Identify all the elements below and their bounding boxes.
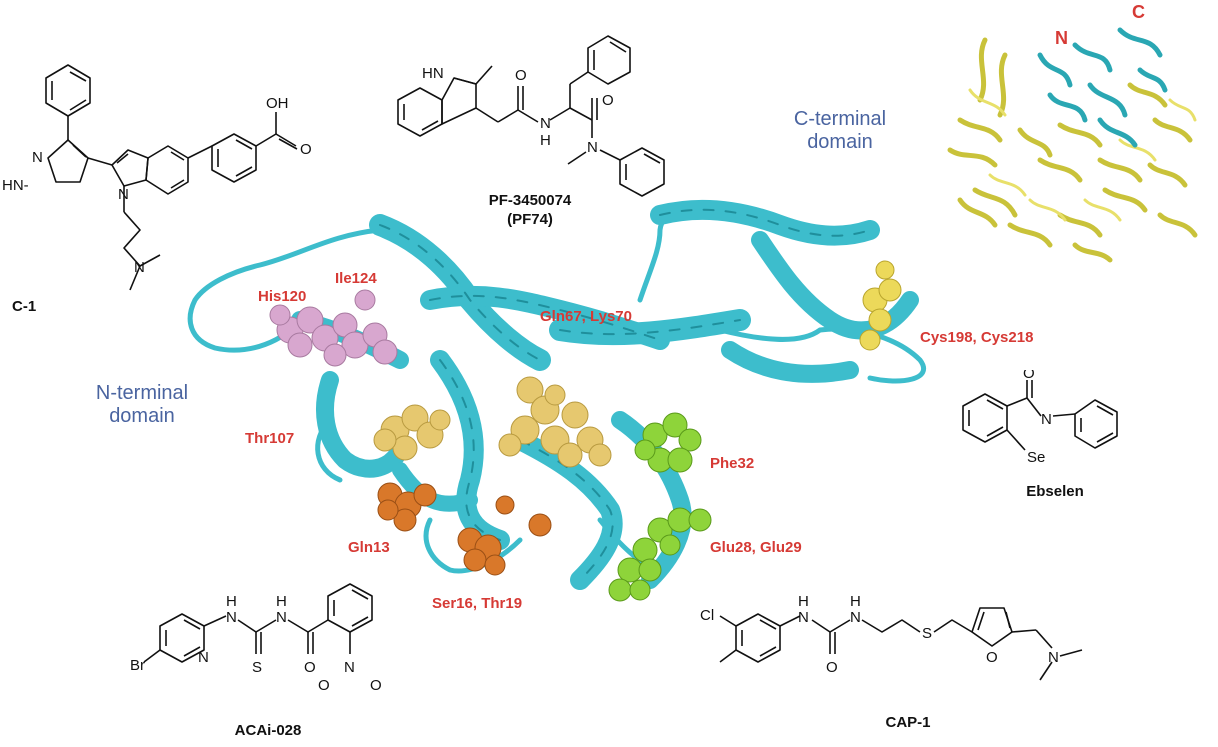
atom-o-carbonyl: O [304,659,316,676]
atom-n-amine: N [134,259,145,276]
atom-n-urea-1: N [798,609,809,626]
atom-o-urea: O [826,659,838,676]
residue-label-gln13: Gln13 [348,539,390,556]
atom-o-furan: O [986,649,998,666]
residue-label-glu28-glu29: Glu28, Glu29 [710,539,802,556]
ribbon-helix [430,350,510,550]
compound-label-cap1: CAP-1 [885,714,931,731]
atom-h-amide-1: H [540,132,551,149]
atom-h-thiourea-2: H [276,593,287,610]
compound-c1-structure: OH O N HN- N N [2,64,312,291]
atom-o-nitro-2: O [370,677,382,694]
residue-label-thr107: Thr107 [245,430,295,447]
atom-n-nitro: N [344,659,355,676]
compound-label-ebselen: Ebselen [1026,483,1084,500]
residue-label-gln67-lys70: Gln67, Lys70 [540,308,632,325]
ribbon-helix [721,341,859,383]
ribbon-helix [316,371,409,478]
atom-o-ebselen: O [1023,370,1035,382]
atom-s-thioether: S [922,625,932,642]
atom-n-pyrazole: N [32,149,43,166]
orange-spheres-gln13 [377,482,437,532]
yellow-spheres-cys198-cys218 [859,260,902,351]
residue-label-ile124: Ile124 [335,270,377,287]
n-terminus-label: N [1055,28,1068,48]
compound-label-pf74-line1: PF-3450074 [488,192,572,209]
tan-spheres-thr107 [373,404,451,461]
residue-label-cys198-cys218: Cys198, Cys218 [920,329,1034,346]
atom-n-indole: N [118,186,129,203]
atom-o: O [300,141,312,158]
compound-label-acai: ACAi-028 [234,722,302,739]
atom-oh: OH [266,95,289,112]
atom-s-thiourea: S [252,659,262,676]
ribbon-helix [650,199,880,246]
atom-n-amide-1: N [540,115,551,132]
c-terminus-label: C [1132,2,1145,22]
n-terminal-domain-label: N-terminal domain [72,382,212,428]
atom-n-urea-2: N [850,609,861,626]
atom-cl: Cl [700,607,714,624]
atom-n-thiourea-1: N [226,609,237,626]
atom-n-thiourea-2: N [276,609,287,626]
atom-o-1: O [515,67,527,84]
atom-h-urea-2: H [850,593,861,610]
atom-n-amide-2: N [587,139,598,156]
atom-o-nitro-1: O [318,677,330,694]
atom-n-pyridine: N [198,649,209,666]
atom-hn-indole: HN [422,65,444,82]
atom-n-ebselen: N [1041,411,1052,428]
residue-label-his120: His120 [258,288,307,305]
n-terminal-line2: domain [109,405,175,427]
atom-se: Se [1027,449,1045,466]
compound-cap1-structure: Cl N H O N H S O N [700,593,1083,681]
ribbon-loop [423,517,523,574]
compound-pf74-structure: HN O N H O N [397,35,665,197]
n-terminal-line1: N-terminal [95,382,189,404]
c-terminal-line1: C-terminal [793,108,887,130]
tan-spheres-gln67-lys70 [498,376,612,468]
orange-spheres-ser16-thr19 [457,495,552,576]
atom-br: Br [130,657,145,674]
atom-n-dimethyl: N [1048,649,1059,666]
compound-ebselen-structure: O N Se [962,370,1118,466]
atom-o-2: O [602,92,614,109]
compound-label-c1: C-1 [12,298,37,315]
residue-label-phe32: Phe32 [710,455,755,472]
atom-h-urea-1: H [798,593,809,610]
c-terminal-line2: domain [807,131,873,153]
pink-spheres-his120-ile124 [269,289,398,367]
green-spheres-phe32 [634,412,702,473]
c-terminal-domain-label: C-terminal domain [770,108,910,154]
atom-hn-pyrazole: HN- [2,177,29,194]
atom-h-thiourea-1: H [226,593,237,610]
ribbon-loop [187,227,383,353]
residue-label-ser16-thr19: Ser16, Thr19 [432,595,523,612]
capsid-hexamer-image [947,27,1198,263]
compound-acai-structure: Br N N H S N H O N O O [130,583,382,694]
compound-label-pf74-line2: (PF74) [507,211,553,228]
green-spheres-glu28-glu29 [608,507,712,602]
